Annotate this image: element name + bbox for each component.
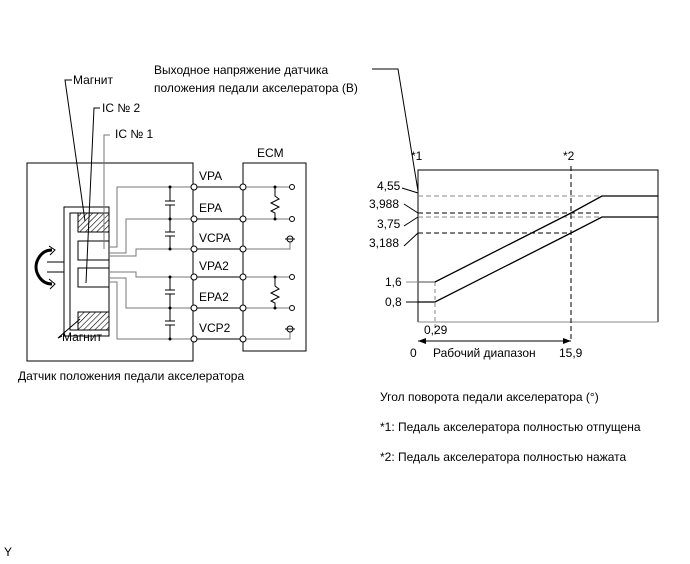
y-tick-leader [403, 232, 419, 247]
magnet-top [77, 212, 110, 233]
y-tick-label: 3,188 [369, 236, 399, 250]
ic-1 [77, 240, 110, 261]
y-tick-label: 0,8 [385, 295, 402, 309]
shaft [47, 261, 64, 273]
ecm-box [242, 162, 307, 352]
sensor-caption: Датчик положения педали акселератора [18, 369, 244, 383]
ecm-terminal-pins [289, 184, 295, 311]
series-line-vpa2 [418, 195, 658, 283]
terminal-epa: EPA [199, 201, 222, 215]
y-tick-label: 3,75 [377, 217, 401, 231]
y-tick-label: 3,988 [369, 197, 399, 211]
capacitors [165, 187, 175, 339]
x-tick-label: 0,29 [424, 323, 448, 337]
chart-ylabel-line1: Выходное напряжение датчика [154, 63, 328, 77]
terminal-vcpa: VCPA [199, 231, 231, 245]
rotation-arrow-icon [34, 245, 56, 290]
ecm-label: ECM [257, 146, 284, 160]
ecm-resistors [269, 187, 281, 308]
y-tick-leader [403, 203, 419, 214]
x-tick-label: 15,9 [559, 346, 583, 360]
range-arrow-left-icon [418, 338, 426, 344]
y-tick-leader [403, 216, 419, 227]
y-tick-leader [401, 187, 419, 194]
range-arrow-right-icon [563, 338, 571, 344]
range-label: Рабочий диапазон [433, 346, 536, 360]
output-voltage-chart: 4,55 3,988 3,75 3,188 1,6 0,8 0 0,29 15,9 Рабочий… [369, 149, 659, 360]
callout-ic2: IC № 2 [102, 101, 141, 115]
ylabel-leader [372, 68, 419, 192]
ecm-internal-wiring [243, 186, 291, 340]
callout-leaders [57, 79, 110, 339]
chart-ylabel-line2: положения педали акселератора (В) [154, 81, 358, 95]
harness-wires [194, 186, 243, 340]
junction-dots [168, 185, 172, 341]
magnet-bottom [77, 311, 110, 331]
callout-ic1: IC № 1 [115, 127, 154, 141]
chart-note-2: *2: Педаль акселератора полностью нажата [380, 450, 627, 464]
ic-2 [77, 267, 110, 288]
ground-symbols [285, 235, 295, 333]
ecm-junction-dots [273, 185, 277, 310]
terminal-vpa2: VPA2 [199, 259, 229, 273]
callout-magnet-bottom: Магнит [62, 330, 103, 344]
terminal-epa2: EPA2 [199, 290, 229, 304]
marker-label-2: *2 [563, 149, 575, 163]
chart-xlabel: Угол поворота педали акселератора (°) [380, 390, 599, 404]
y-tick-label: 4,55 [377, 179, 401, 193]
callout-magnet-top: Магнит [73, 73, 114, 87]
chart-frame [417, 169, 659, 322]
marker-label-1: *1 [411, 149, 423, 163]
chart-note-1: *1: Педаль акселератора полностью отпуще… [380, 420, 641, 434]
connector-terminals [190, 183, 247, 343]
footer-mark: Y [4, 545, 12, 559]
y-tick-label: 1,6 [385, 275, 402, 289]
sensor-wiring [109, 186, 194, 340]
terminal-vcp2: VCP2 [199, 321, 231, 335]
x-tick-label: 0 [410, 346, 417, 360]
terminal-vpa: VPA [199, 169, 222, 183]
